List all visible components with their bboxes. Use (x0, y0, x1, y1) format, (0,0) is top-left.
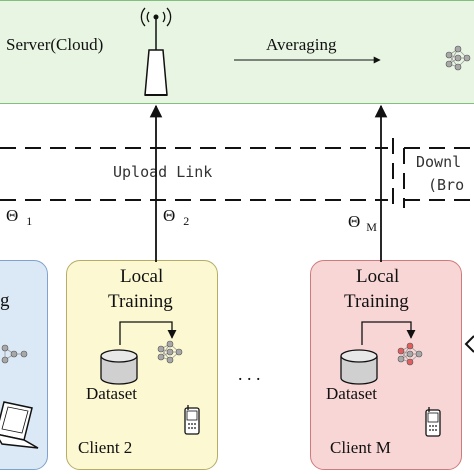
client-2-phone-icon (184, 405, 200, 435)
theta-m-sub: M (366, 220, 377, 235)
client-m-database-icon (340, 349, 378, 385)
link-dashed-boundary (0, 138, 474, 208)
upload-link-label: Upload Link (113, 163, 213, 181)
client-2-training-flow (119, 321, 177, 345)
client-2-title-line2: Training (108, 291, 173, 312)
client-2-title-line1: Local (120, 266, 164, 287)
client-1-partial-label: g (0, 290, 10, 311)
theta-2-symbol: Θ (163, 206, 176, 225)
client-1-nn-icon (1, 344, 28, 364)
client-2-name: Client 2 (78, 438, 133, 457)
client-2-nn-icon (157, 340, 183, 364)
averaging-label: Averaging (266, 35, 337, 54)
theta-2-sub: 2 (183, 214, 190, 229)
download-link-label-line2: (Bro (428, 176, 465, 194)
theta-m-symbol: Θ (348, 212, 361, 231)
client-m-name: Client M (330, 438, 391, 457)
laptop-icon (0, 401, 39, 449)
server-panel (0, 0, 474, 104)
client-m-nn-icon (397, 342, 423, 366)
theta-1-sub: 1 (26, 214, 33, 229)
client-2-database-icon (100, 349, 138, 385)
client-m-title-line1: Local (356, 266, 400, 287)
clients-ellipsis: . . . (238, 364, 261, 384)
server-label: Server(Cloud) (6, 35, 104, 54)
client-m-training-flow (361, 321, 416, 345)
download-link-label-line1: Downl (416, 153, 462, 171)
server-nn-icon (445, 45, 471, 71)
antenna-icon (140, 7, 172, 96)
client-2-dataset-label: Dataset (86, 384, 137, 403)
client-2-panel (66, 260, 218, 470)
client-m-dataset-label: Dataset (326, 384, 377, 403)
client-m-phone-icon (425, 407, 441, 437)
client-m-title-line2: Training (344, 291, 409, 312)
download-arrow-partial (464, 335, 474, 353)
theta-1-symbol: Θ (6, 206, 19, 225)
